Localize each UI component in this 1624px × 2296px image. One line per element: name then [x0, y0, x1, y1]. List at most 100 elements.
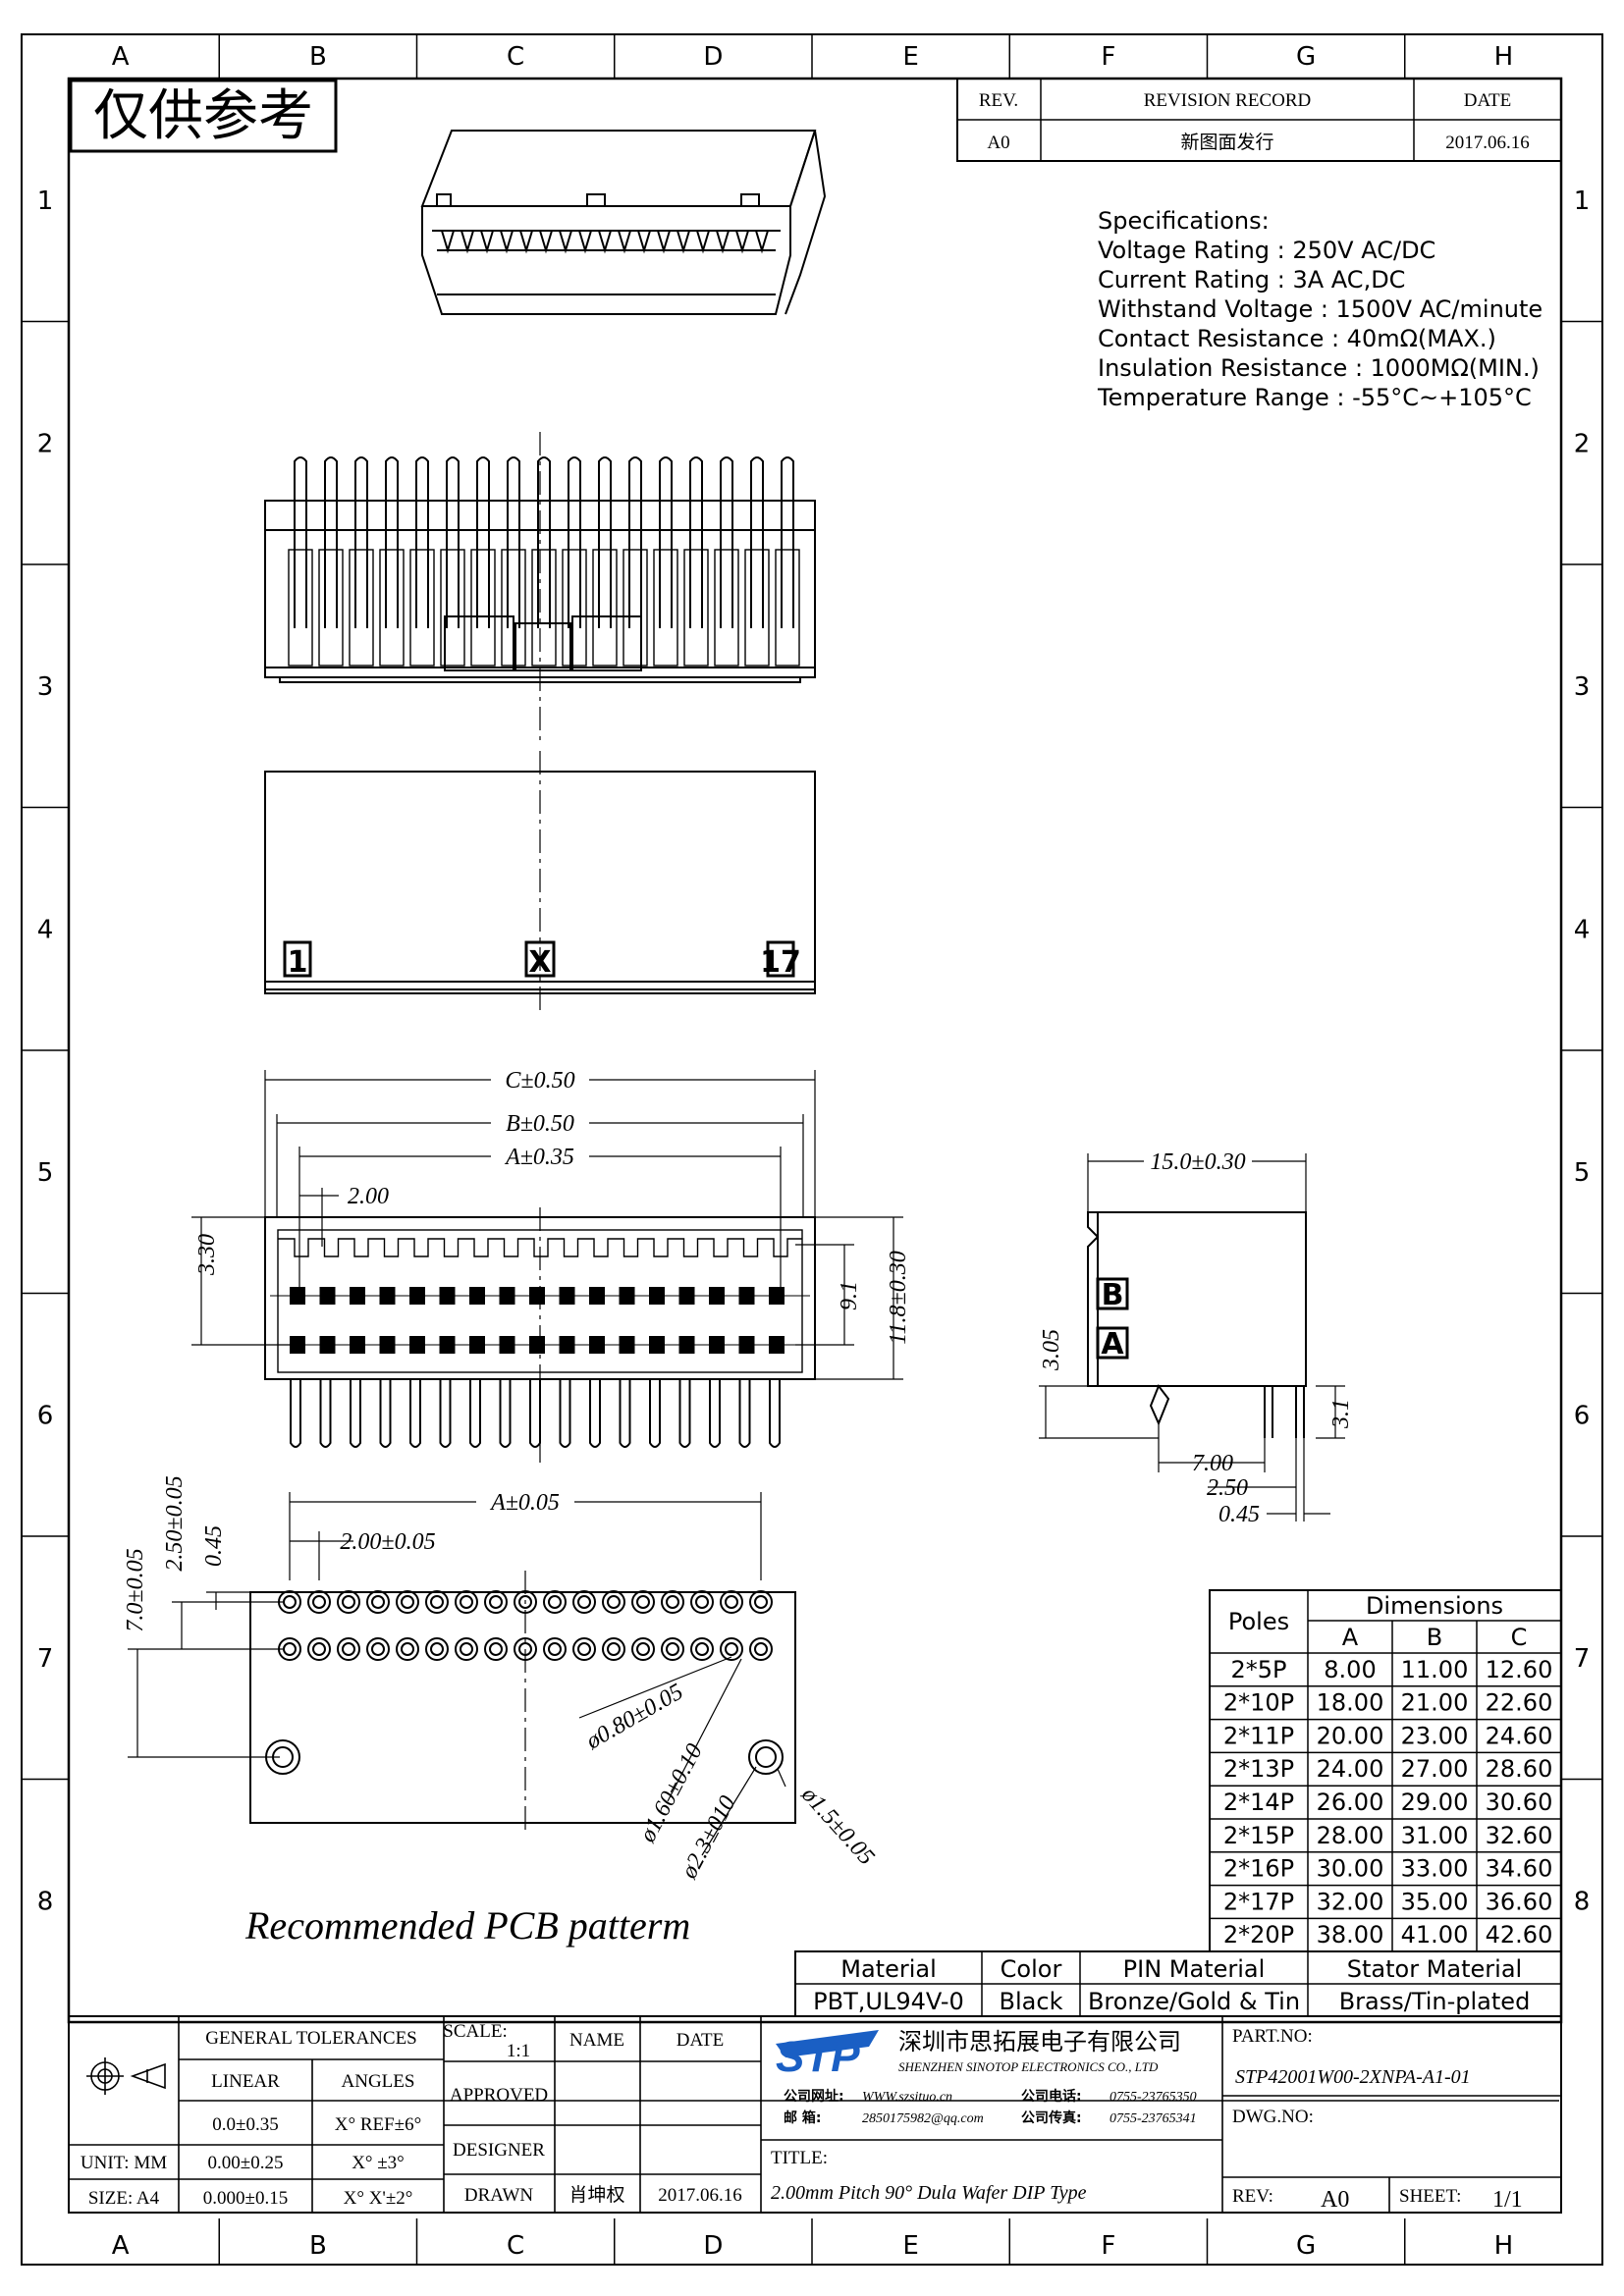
- side-view: [1039, 1153, 1345, 1522]
- lead: [559, 1379, 571, 1448]
- mail-value: 2850175982@qq.com: [862, 2111, 984, 2126]
- pin: [415, 456, 429, 628]
- web-value: WWW.szsituo.cn: [862, 2090, 952, 2105]
- poles-cell: 2*17P: [1223, 1888, 1294, 1915]
- poles-cell: 2*14P: [1223, 1789, 1294, 1816]
- dim-b-cell: 33.00: [1401, 1855, 1469, 1883]
- pin-material-value: Bronze/Gold & Tin: [1088, 1988, 1300, 2015]
- pin-slot: [379, 549, 405, 667]
- sheet-value: 1/1: [1492, 2187, 1523, 2213]
- zone-col-top-f: F: [1101, 42, 1115, 72]
- pin: [507, 456, 520, 628]
- pcb-hole: [425, 1637, 449, 1661]
- specifications: Specifications: Voltage Rating : 250V AC…: [1097, 207, 1543, 411]
- lead: [409, 1379, 421, 1448]
- company-logo: STP: [776, 2030, 879, 2081]
- pin1-marker-box: [283, 940, 312, 978]
- tol-lead: UNIT: MM: [81, 2153, 167, 2173]
- row-a-marker-box: [1096, 1326, 1129, 1360]
- pin-slot: [470, 549, 496, 667]
- spec-line: Insulation Resistance : 1000MΩ(MIN.): [1098, 354, 1540, 382]
- pcb-hole: [307, 1590, 331, 1614]
- zone-col-bottom-a: A: [112, 2231, 130, 2261]
- title-block: [68, 2015, 1562, 2214]
- zone-row-right-7: 7: [1574, 1644, 1591, 1674]
- pcb-pitch: 2.00±0.05: [340, 1529, 435, 1555]
- lead: [709, 1379, 721, 1448]
- pin: [294, 456, 307, 628]
- dim-a-cell: 24.00: [1317, 1755, 1384, 1783]
- spec-line: Current Rating : 3A AC,DC: [1098, 266, 1405, 294]
- pin-slot: [683, 549, 709, 667]
- dim-a-cell: 28.00: [1317, 1822, 1384, 1849]
- zone-col-bottom-b: B: [309, 2231, 327, 2261]
- company-en: SHENZHEN SINOTOP ELECTRONICS CO., LTD: [898, 2059, 1159, 2074]
- pin-pad: [559, 1336, 575, 1354]
- zone-col-top-e: E: [902, 42, 918, 72]
- drawing-title: 2.00mm Pitch 90° Dula Wafer DIP Type: [771, 2182, 1087, 2204]
- scale-value: 1:1: [507, 2041, 530, 2061]
- pin-slot: [409, 549, 435, 667]
- pcb-hole: [572, 1590, 596, 1614]
- drawn-date: 2017.06.16: [658, 2185, 742, 2206]
- pin-pad: [469, 1287, 485, 1305]
- rev-value-block: A0: [1321, 2187, 1349, 2213]
- color-header: Color: [1001, 1955, 1062, 1983]
- pcb-hole: [425, 1590, 449, 1614]
- web-label: 公司网址:: [784, 2088, 844, 2105]
- pin-pad: [319, 1336, 336, 1354]
- revision-desc: 新图面发行: [1180, 132, 1273, 153]
- zone-row-left-5: 5: [37, 1158, 54, 1188]
- pin-pad: [738, 1336, 755, 1354]
- pin: [598, 456, 612, 628]
- zone-col-bottom-e: E: [902, 2231, 918, 2261]
- pin1-marker: 1: [288, 945, 308, 980]
- pin-pad: [529, 1287, 545, 1305]
- pin-pad: [529, 1336, 545, 1354]
- pin-pad: [738, 1287, 755, 1305]
- zone-dividers: [22, 34, 1602, 2265]
- dim-b-cell: 21.00: [1401, 1689, 1469, 1717]
- designer-label: DESIGNER: [453, 2140, 545, 2161]
- zone-row-right-2: 2: [1574, 429, 1591, 458]
- side-width: 15.0±0.30: [1150, 1149, 1245, 1175]
- pin-pad: [619, 1336, 635, 1354]
- pcb-hole: [396, 1590, 419, 1614]
- isometric-view: [420, 130, 827, 315]
- sheet-label: SHEET:: [1399, 2186, 1461, 2207]
- pin-slot: [440, 549, 465, 667]
- zone-row-left-2: 2: [37, 429, 54, 458]
- tol-linear: 0.000±0.15: [203, 2188, 288, 2209]
- rev-value: A0: [987, 133, 1009, 153]
- zone-row-right-4: 4: [1574, 915, 1591, 944]
- pin-pad: [559, 1287, 575, 1305]
- dim-h2: 9.1: [837, 1281, 862, 1310]
- dim-a-cell: 26.00: [1317, 1789, 1384, 1816]
- pcb-a: A±0.05: [489, 1490, 560, 1516]
- dim-b-cell: 27.00: [1401, 1755, 1469, 1783]
- pin-pad: [409, 1336, 425, 1354]
- pcb-hole: [366, 1637, 390, 1661]
- poles-cell: 2*20P: [1223, 1921, 1294, 1949]
- pcb-hole: [572, 1637, 596, 1661]
- dim-a-cell: 38.00: [1317, 1921, 1384, 1949]
- lead: [290, 1379, 301, 1448]
- zone-col-bottom-g: G: [1296, 2231, 1316, 2261]
- spec-line: Temperature Range : -55°C~+105°C: [1097, 384, 1532, 411]
- pin: [354, 456, 368, 628]
- pcb-hole: [720, 1637, 743, 1661]
- row-a-marker: A: [1101, 1327, 1124, 1362]
- lead: [350, 1379, 361, 1448]
- spec-line: Voltage Rating : 250V AC/DC: [1098, 237, 1435, 264]
- pcb-hole: [602, 1637, 625, 1661]
- pcb-hole: [749, 1590, 773, 1614]
- poles-cell: 2*13P: [1223, 1755, 1294, 1783]
- row-b-marker-box: [1096, 1277, 1129, 1310]
- row-b-marker: B: [1102, 1278, 1124, 1312]
- pin: [628, 456, 642, 628]
- pin: [446, 456, 460, 628]
- zone-row-left-8: 8: [37, 1887, 54, 1916]
- pcb-hole: [602, 1590, 625, 1614]
- tol-linear: 0.00±0.25: [208, 2153, 284, 2173]
